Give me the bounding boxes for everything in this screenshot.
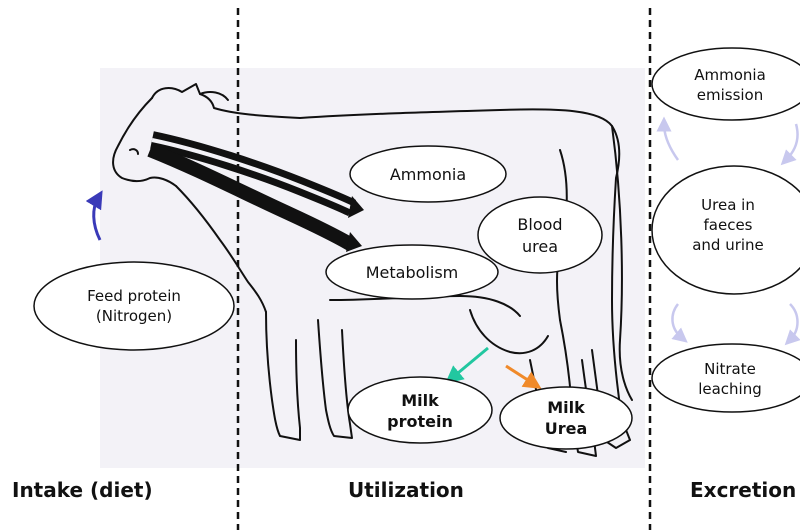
milk-protein-line-1: Milk bbox=[401, 391, 439, 410]
node-feed-protein: Feed protein (Nitrogen) bbox=[34, 262, 234, 350]
node-metabolism: Metabolism bbox=[326, 245, 498, 299]
node-ammonia: Ammonia bbox=[350, 146, 506, 202]
node-blood-urea: Blood urea bbox=[478, 197, 602, 273]
metabolism-label: Metabolism bbox=[366, 263, 458, 282]
section-label-excretion: Excretion bbox=[690, 478, 796, 502]
svg-text:Ammonia: Ammonia bbox=[390, 165, 466, 184]
milk-protein-line-2: protein bbox=[387, 412, 453, 431]
node-nitrate-leaching: Nitrate leaching bbox=[652, 344, 800, 412]
section-label-utilization: Utilization bbox=[348, 478, 464, 502]
node-ammonia-emission: Ammonia emission bbox=[652, 48, 800, 120]
section-label-intake: Intake (diet) bbox=[12, 478, 153, 502]
urea-faeces-line-2: faeces bbox=[704, 216, 753, 234]
ammonia-emission-line-1: Ammonia bbox=[694, 66, 766, 84]
svg-text:Metabolism: Metabolism bbox=[366, 263, 458, 282]
milk-urea-line-2: Urea bbox=[545, 419, 588, 438]
intake-arrow bbox=[94, 198, 100, 240]
nitrate-leaching-line-2: leaching bbox=[698, 380, 762, 398]
ammonia-label: Ammonia bbox=[390, 165, 466, 184]
node-milk-protein: Milk protein bbox=[348, 377, 492, 443]
nitrate-leaching-line-1: Nitrate bbox=[704, 360, 756, 378]
node-urea-faeces-urine: Urea in faeces and urine bbox=[652, 166, 800, 294]
urea-faeces-line-3: and urine bbox=[692, 236, 764, 254]
milk-urea-line-1: Milk bbox=[547, 398, 585, 417]
feed-protein-line-2: (Nitrogen) bbox=[96, 307, 172, 325]
ammonia-emission-line-2: emission bbox=[697, 86, 764, 104]
blood-urea-line-1: Blood bbox=[517, 215, 562, 234]
blood-urea-line-2: urea bbox=[522, 237, 558, 256]
urea-faeces-line-1: Urea in bbox=[701, 196, 755, 214]
feed-protein-line-1: Feed protein bbox=[87, 287, 181, 305]
